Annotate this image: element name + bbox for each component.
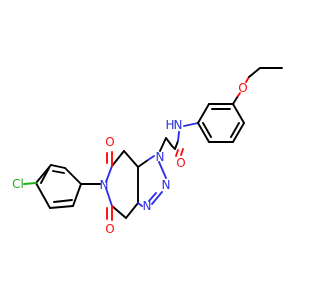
atom-oxygen-bottom: O [105, 222, 114, 236]
atom-amide-hydrogen: H [165, 118, 174, 132]
amide-carbonyl-bond-a [175, 149, 179, 157]
ethoxyphenyl-ring [197, 103, 245, 143]
aryl-o-bond-o [237, 92, 241, 97]
n-ch2-bond [159, 137, 167, 152]
o-ch2-bond [248, 67, 261, 78]
aryl-o-bond [232, 95, 239, 105]
co-nh-bond [177, 131, 180, 142]
atom-triazole-n3: N [143, 199, 152, 213]
atom-amide-oxygen: O [176, 156, 185, 170]
chlorophenyl-ring [35, 164, 82, 209]
atom-ether-oxygen: O [238, 81, 247, 95]
triazoline-ring [137, 155, 167, 207]
co-n-bond [174, 140, 179, 150]
atom-imide-nitrogen: N [100, 178, 109, 192]
molecule-canvas: Cl N O O N N N O N H O [12, 67, 283, 236]
nh-aryl-bond [183, 122, 199, 127]
atom-chlorine: Cl [12, 177, 24, 191]
atom-oxygen-top: O [105, 135, 114, 149]
atom-amide-nitrogen: N [174, 118, 183, 132]
amide-carbonyl-bond-b [180, 148, 184, 156]
molecule-structure: Cl N O O N N N O N H O [12, 67, 283, 236]
ch2-co-bond [165, 137, 173, 147]
c-cl-bond [23, 182, 37, 185]
atom-triazole-n1: N [156, 150, 165, 164]
atom-triazole-n2: N [162, 178, 171, 192]
pyrrolidinedione-ring [105, 150, 139, 219]
o-ch2-bond-o [245, 76, 250, 83]
